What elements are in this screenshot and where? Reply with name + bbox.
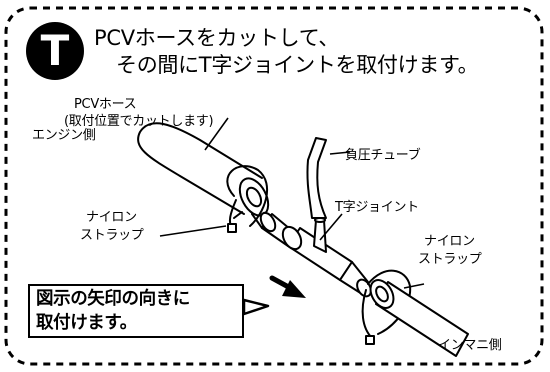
label-t-joint: T字ジョイント [335, 200, 419, 215]
left-nylon-strap [226, 165, 269, 227]
label-nylon-strap-left-line1: ナイロン [86, 210, 137, 225]
label-engine-side: エンジン側 [32, 128, 96, 143]
label-vacuum-tube: 負圧チューブ [345, 148, 421, 163]
label-pcv-hose-note: (取付位置でカットします) [64, 114, 214, 129]
label-nylon-strap-left-line2: ストラップ [80, 228, 144, 243]
note-line-2: 取付けます。 [36, 313, 137, 333]
label-nylon-strap-right-line1: ナイロン [424, 234, 475, 249]
note-line-1: 図示の矢印の向きに [36, 289, 190, 309]
step-badge: T [26, 22, 84, 80]
note-box [28, 284, 244, 338]
label-pcv-hose: PCVホース [74, 97, 137, 112]
direction-arrow-icon [269, 275, 306, 298]
heading-line-1: PCVホースをカットして、 [94, 26, 340, 50]
note-pointer [242, 298, 270, 316]
heading-line-2: その間にT字ジョイントを取付けます。 [116, 53, 479, 77]
vacuum-tube [306, 137, 327, 219]
step-letter: T [40, 26, 70, 75]
label-intake-side: インマニ側 [438, 338, 502, 353]
label-nylon-strap-right-line2: ストラップ [418, 252, 482, 267]
